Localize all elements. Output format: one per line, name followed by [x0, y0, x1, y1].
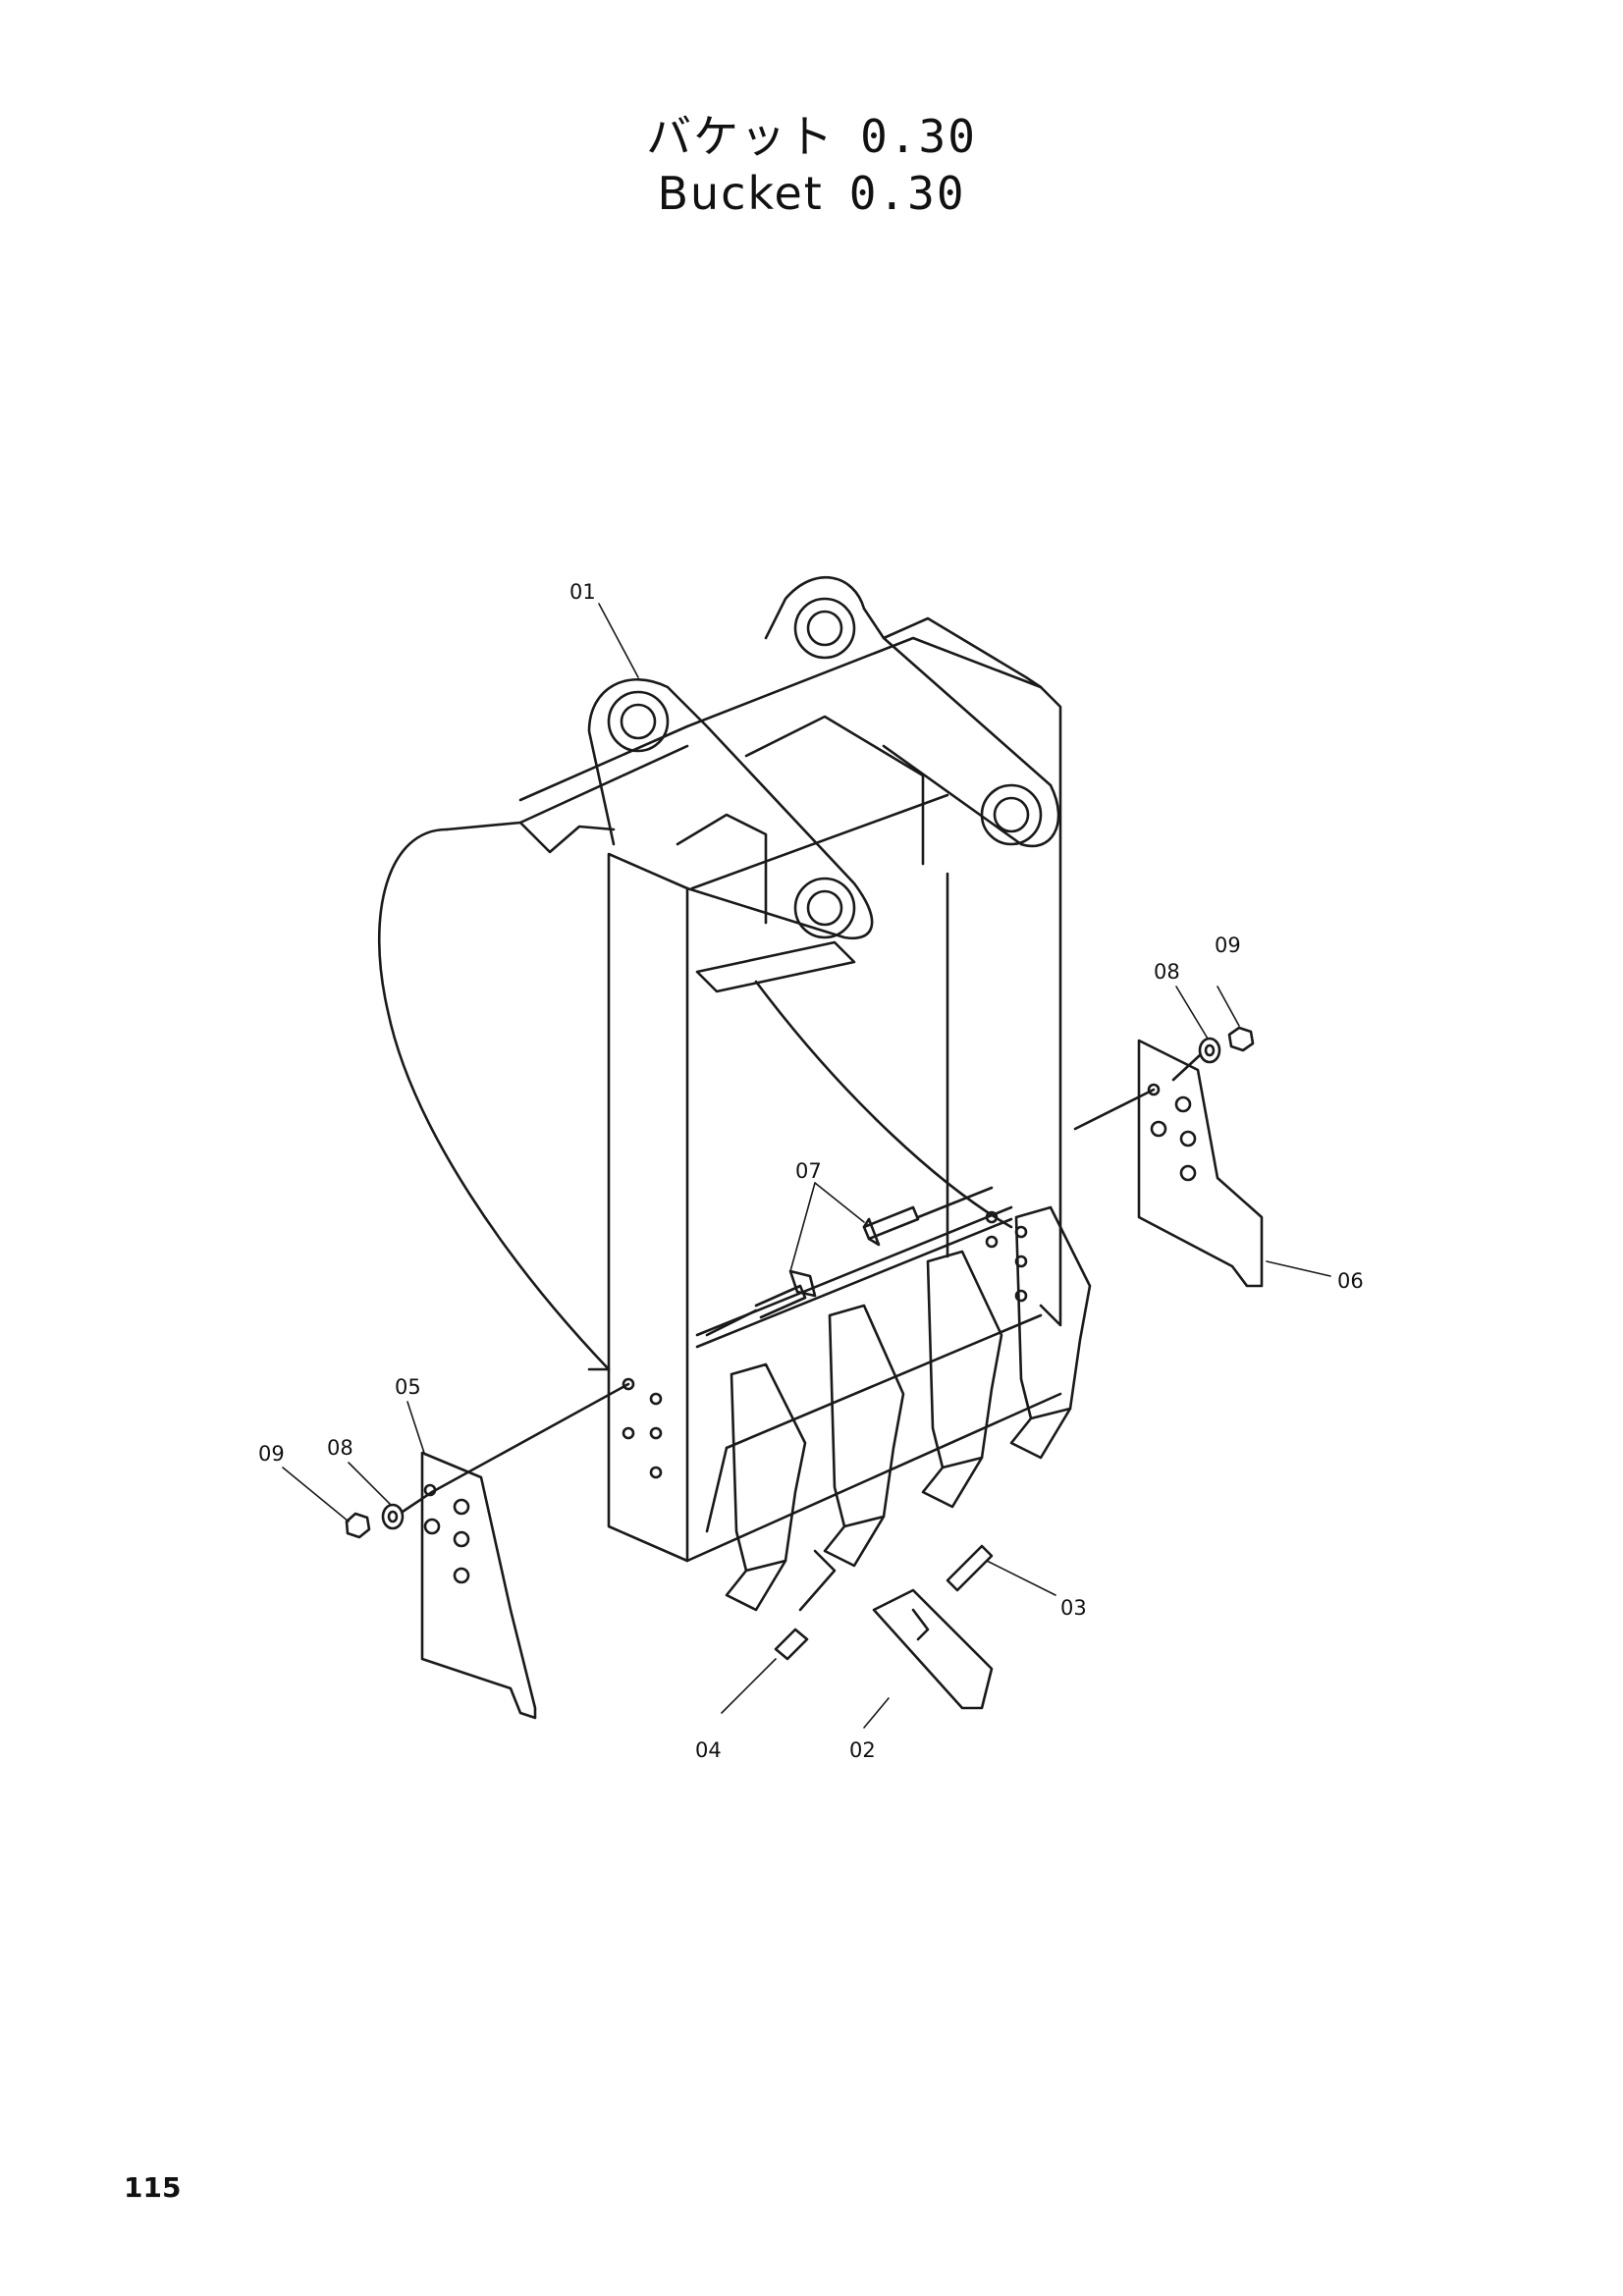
washers-and-nuts [345, 1026, 1255, 1539]
pin-lock [946, 1544, 994, 1592]
teeth-row [725, 1205, 1092, 1612]
callout-05: 05 [395, 1375, 421, 1399]
callout-04: 04 [695, 1738, 722, 1762]
callout-01: 01 [569, 580, 596, 604]
bucket-body [377, 636, 1062, 1563]
title-english-value: 0.30 [848, 167, 966, 220]
side-cutter-left [420, 1382, 630, 1720]
bolts [705, 1186, 994, 1337]
side-cutter-right [1073, 1039, 1264, 1288]
title-japanese-value: 0.30 [860, 110, 977, 163]
callout-03: 03 [1060, 1596, 1087, 1620]
callout-06: 06 [1337, 1269, 1364, 1293]
callout-09-right: 09 [1215, 934, 1241, 957]
callout-08-left: 08 [327, 1436, 353, 1460]
leader-lines [282, 603, 1331, 1729]
title-english: Bucket 0.30 [0, 165, 1623, 222]
title-japanese-label: バケット [646, 110, 836, 163]
callout-08-right: 08 [1154, 960, 1180, 984]
callout-09-left: 09 [258, 1442, 285, 1466]
callout-02: 02 [849, 1738, 876, 1762]
tooth-detached [872, 1588, 994, 1710]
callout-07: 07 [795, 1159, 822, 1183]
mounting-brackets [587, 575, 1060, 993]
title-japanese: バケット 0.30 [0, 108, 1623, 165]
title-english-label: Bucket [657, 167, 824, 220]
callout-labels: 01 07 06 09 08 03 02 04 05 08 09 [258, 580, 1364, 1762]
page-number: 115 [124, 2171, 182, 2204]
pin [774, 1549, 837, 1661]
